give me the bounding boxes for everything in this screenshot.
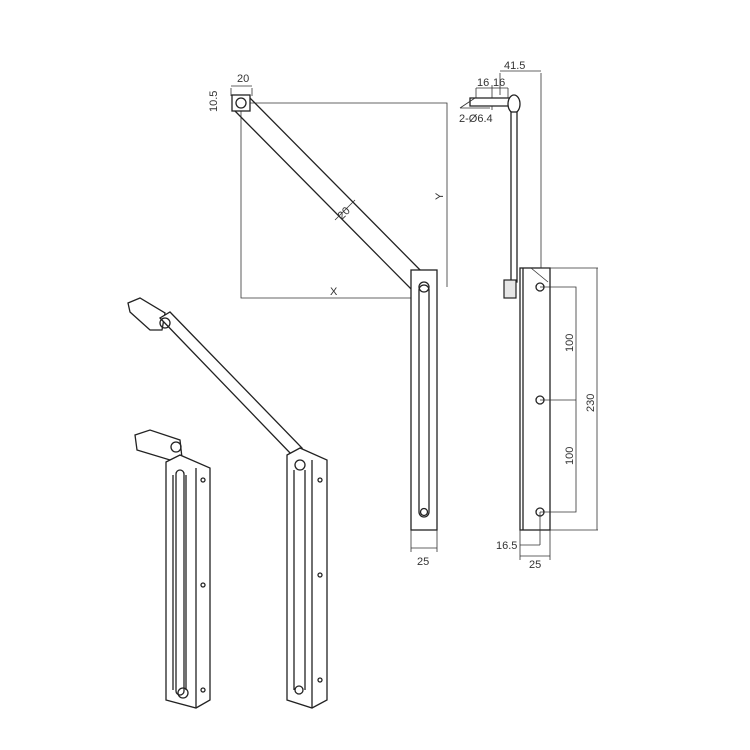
dim-hole-spacing-a: 16 bbox=[477, 77, 489, 89]
side-pivot bbox=[507, 94, 521, 114]
iso-hole-2 bbox=[317, 572, 323, 578]
chamfer-line bbox=[530, 267, 549, 283]
dim-total-length: 230 bbox=[585, 394, 597, 412]
dim-arm-width: 20 bbox=[336, 205, 353, 222]
iso-top-pivot bbox=[159, 317, 171, 329]
dim-hole-spacing-b: 16 bbox=[493, 77, 505, 89]
iso-folded-arm bbox=[175, 469, 185, 696]
mount-hole-top bbox=[535, 282, 545, 292]
iso-bracket bbox=[127, 297, 166, 331]
iso-folded-hole-1 bbox=[200, 477, 206, 483]
iso-channel-edges bbox=[293, 460, 313, 708]
side-arm bbox=[510, 111, 518, 283]
dim-lower-spacing: 100 bbox=[564, 447, 576, 465]
length-dims bbox=[540, 267, 598, 531]
iso-folded-edges bbox=[172, 468, 197, 708]
dim-upper-spacing: 100 bbox=[564, 334, 576, 352]
bottom-pivot bbox=[418, 281, 430, 293]
iso-folded-pivot bbox=[170, 441, 182, 453]
iso-bottom-pivot bbox=[294, 459, 306, 471]
iso-folded-channel bbox=[165, 454, 211, 709]
slider-pin bbox=[419, 507, 429, 517]
xy-dimension-box bbox=[240, 102, 448, 299]
hole-leader bbox=[459, 97, 490, 109]
dim-depth: 41.5 bbox=[504, 60, 525, 72]
depth-dim bbox=[499, 70, 542, 270]
mount-hole-mid bbox=[535, 395, 545, 405]
dim-pivot-width: 20 bbox=[237, 73, 249, 85]
mounting-plate bbox=[469, 97, 513, 107]
iso-folded bbox=[134, 429, 211, 709]
channel-width-dim bbox=[410, 530, 438, 552]
iso-extended bbox=[127, 297, 328, 709]
iso-arm bbox=[158, 311, 303, 456]
iso-slider bbox=[294, 685, 304, 695]
dim-front-channel-width: 25 bbox=[417, 556, 429, 568]
front-view: 20 10.5 20 Y X 25 bbox=[208, 73, 448, 568]
dim-holes: 2-Ø6.4 bbox=[459, 113, 493, 125]
top-pivot bbox=[231, 94, 251, 112]
channel-slot bbox=[418, 284, 430, 518]
iso-channel bbox=[286, 447, 328, 709]
iso-folded-hole-2 bbox=[200, 582, 206, 588]
channel bbox=[410, 269, 438, 531]
bottom-dims bbox=[519, 512, 551, 560]
side-view: 41.5 16 16 2-Ø6.4 100 230 100 16.5 25 bbox=[459, 60, 598, 571]
arm-width-dim bbox=[334, 199, 356, 221]
iso-folded-hole-3 bbox=[200, 687, 206, 693]
dim-hole-offset: 16.5 bbox=[496, 540, 517, 552]
pivot-width-dim bbox=[230, 85, 253, 96]
iso-folded-slider bbox=[177, 687, 189, 699]
stay-arm bbox=[233, 95, 431, 295]
dim-side-channel-width: 25 bbox=[529, 559, 541, 571]
side-channel bbox=[519, 267, 551, 531]
side-bottom-pivot bbox=[503, 279, 517, 299]
dim-y: Y bbox=[434, 192, 446, 200]
iso-hole-1 bbox=[317, 477, 323, 483]
top-pivot-hole bbox=[235, 97, 247, 109]
iso-folded-bracket bbox=[134, 429, 183, 461]
dim-pivot-offset: 10.5 bbox=[208, 91, 220, 112]
dim-x: X bbox=[330, 286, 338, 298]
iso-hole-3 bbox=[317, 677, 323, 683]
